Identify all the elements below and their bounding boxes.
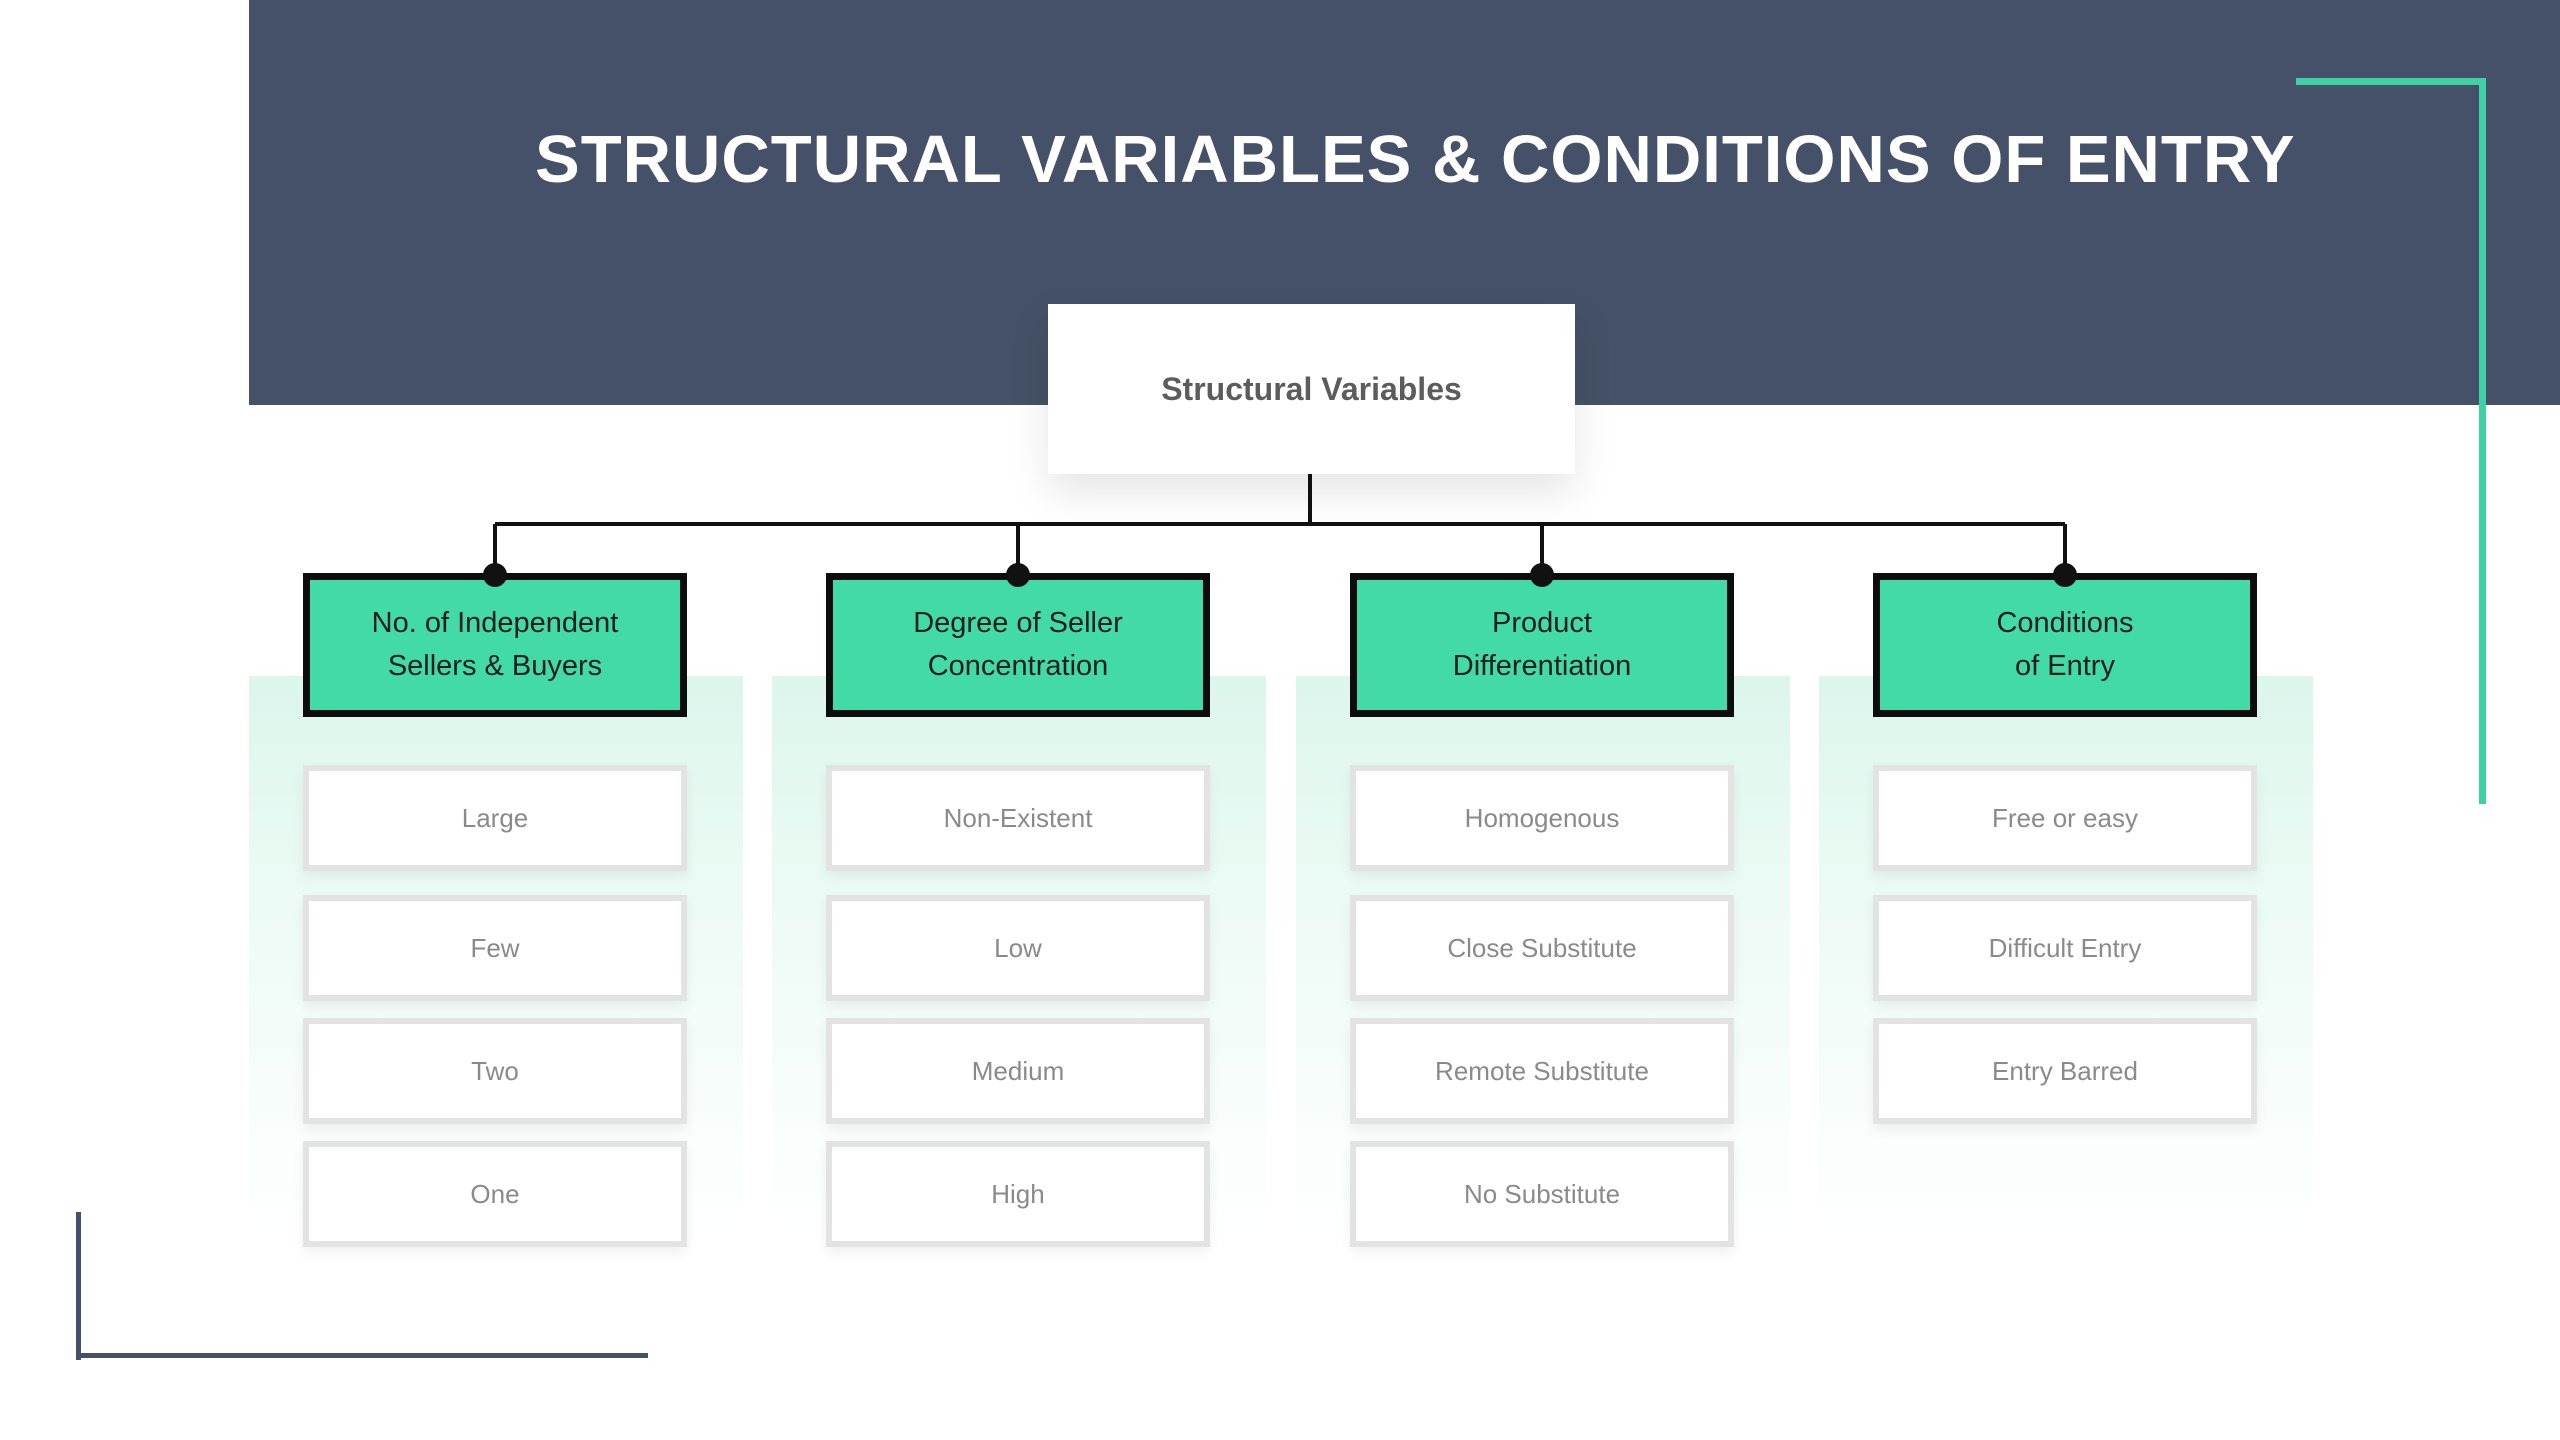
option-box[interactable]: High (826, 1141, 1210, 1247)
category-node-conditions-of-entry: Conditions of Entry (1873, 573, 2257, 717)
category-label: No. of Independent Sellers & Buyers (371, 607, 619, 682)
accent-line-top-right-horizontal (2296, 78, 2486, 85)
accent-line-top-right-vertical (2479, 78, 2486, 804)
option-box[interactable]: Non-Existent (826, 765, 1210, 871)
option-box[interactable]: One (303, 1141, 687, 1247)
category-node-sellers-buyers: No. of Independent Sellers & Buyers (303, 573, 687, 717)
option-box[interactable]: Homogenous (1350, 765, 1734, 871)
root-node: Structural Variables (1048, 304, 1575, 474)
option-label: High (991, 1178, 1045, 1209)
option-box[interactable]: Medium (826, 1018, 1210, 1124)
option-box[interactable]: Remote Substitute (1350, 1018, 1734, 1124)
option-box[interactable]: Two (303, 1018, 687, 1124)
option-box[interactable]: Close Substitute (1350, 895, 1734, 1001)
option-label: Few (470, 932, 520, 963)
option-box[interactable]: Large (303, 765, 687, 871)
option-box[interactable]: Difficult Entry (1873, 895, 2257, 1001)
option-label: No Substitute (1463, 1178, 1621, 1209)
option-label: One (470, 1178, 520, 1209)
option-label: Large (461, 802, 529, 833)
option-box[interactable]: Low (826, 895, 1210, 1001)
option-label: Close Substitute (1447, 932, 1637, 963)
option-label: Difficult Entry (1988, 932, 2142, 963)
option-label: Low (994, 932, 1042, 963)
category-label: Product Differentiation (1452, 607, 1632, 682)
root-node-label: Structural Variables (1161, 370, 1462, 407)
category-node-seller-concentration: Degree of Seller Concentration (826, 573, 1210, 717)
option-box[interactable]: Entry Barred (1873, 1018, 2257, 1124)
slide-title: STRUCTURAL VARIABLES & CONDITIONS OF ENT… (535, 122, 2296, 197)
category-node-product-differentiation: Product Differentiation (1350, 573, 1734, 717)
option-box[interactable]: Free or easy (1873, 765, 2257, 871)
option-box[interactable]: No Substitute (1350, 1141, 1734, 1247)
option-label: Remote Substitute (1435, 1055, 1649, 1086)
category-label: Degree of Seller Concentration (913, 607, 1123, 682)
option-label: Free or easy (1992, 802, 2138, 833)
option-label: Two (471, 1055, 519, 1086)
option-label: Non-Existent (943, 802, 1093, 833)
category-label: Conditions of Entry (1996, 607, 2134, 682)
accent-line-bottom-left-vertical (76, 1212, 81, 1360)
accent-line-bottom-left-horizontal (76, 1353, 648, 1358)
option-label: Entry Barred (1992, 1055, 2138, 1086)
option-box[interactable]: Few (303, 895, 687, 1001)
option-label: Homogenous (1464, 802, 1620, 833)
option-label: Medium (971, 1055, 1065, 1086)
